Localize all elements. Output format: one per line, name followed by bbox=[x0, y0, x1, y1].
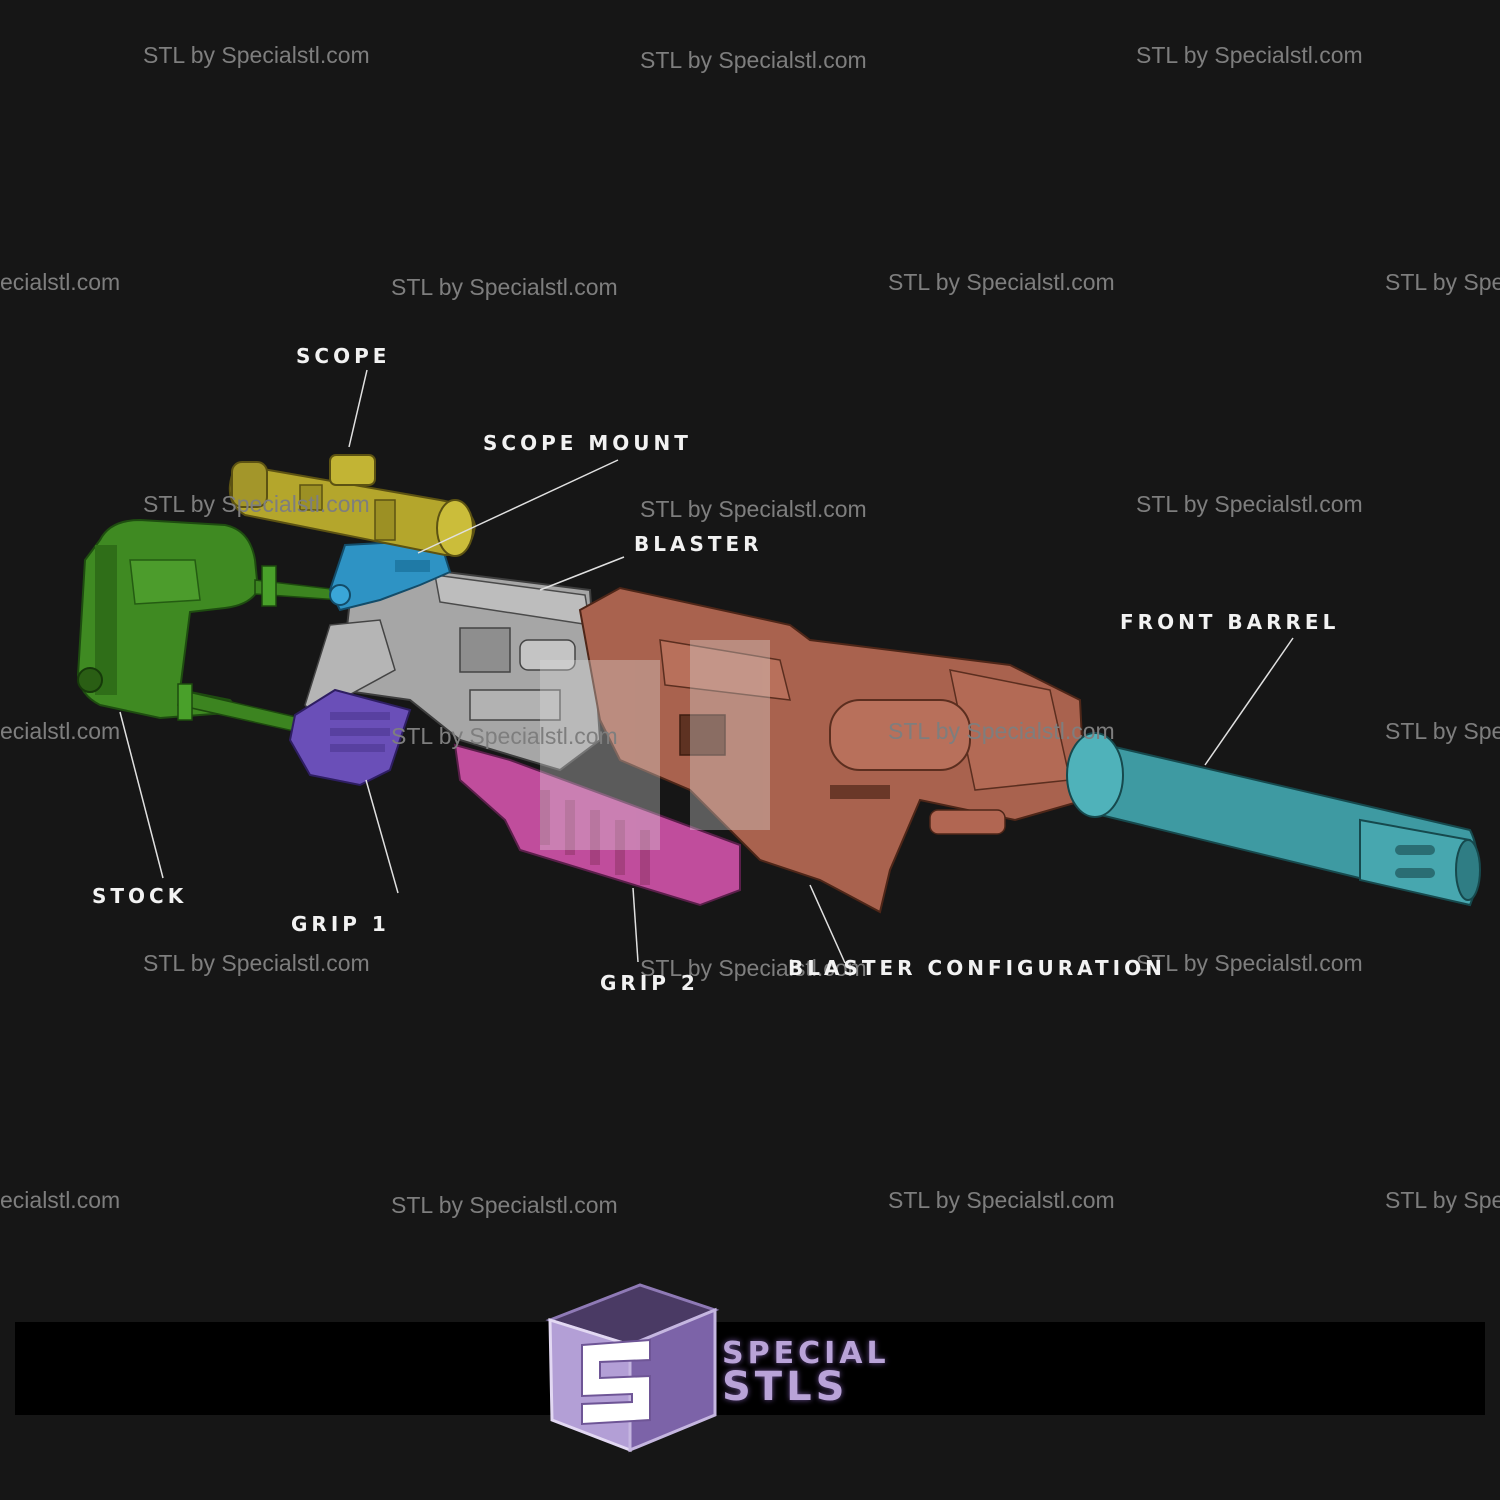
leader-lines bbox=[119, 369, 1294, 964]
logo-text-stls: STLS bbox=[722, 1364, 849, 1410]
logo-text-special: SPECIAL bbox=[722, 1336, 890, 1371]
blaster-leader-line bbox=[539, 556, 625, 591]
grip-2-part bbox=[453, 743, 741, 907]
blaster-part bbox=[578, 586, 1087, 914]
front-barrel-label: FRONT BARREL bbox=[1120, 610, 1340, 634]
scope-mount-label: SCOPE MOUNT bbox=[483, 431, 692, 455]
grip-2-leader-line bbox=[632, 887, 639, 963]
grip-1-leader-line bbox=[365, 779, 399, 894]
logo-band bbox=[15, 1322, 1485, 1415]
grip-1-label: GRIP 1 bbox=[291, 912, 390, 936]
grip-2-label: GRIP 2 bbox=[600, 971, 699, 995]
scope-part bbox=[228, 454, 477, 557]
grip-1-part bbox=[288, 688, 412, 787]
scope-leader-line bbox=[348, 369, 368, 448]
receiver-part bbox=[304, 568, 602, 772]
scope-label: SCOPE bbox=[296, 344, 391, 368]
scope-mount-leader-line bbox=[417, 459, 619, 554]
specialstls-cube-logo bbox=[545, 1283, 720, 1453]
stock-leader-line bbox=[119, 711, 164, 879]
front-barrel-part bbox=[1066, 732, 1481, 907]
stock-part bbox=[76, 518, 341, 733]
translucent-logo-overlay bbox=[540, 640, 770, 850]
blaster-configuration-leader-line bbox=[809, 884, 846, 964]
blaster-configuration-label: BLASTER CONFIGURATION bbox=[788, 956, 1166, 980]
blaster-label: BLASTER bbox=[634, 532, 763, 556]
stock-label: STOCK bbox=[92, 884, 188, 908]
front-barrel-leader-line bbox=[1204, 637, 1294, 766]
